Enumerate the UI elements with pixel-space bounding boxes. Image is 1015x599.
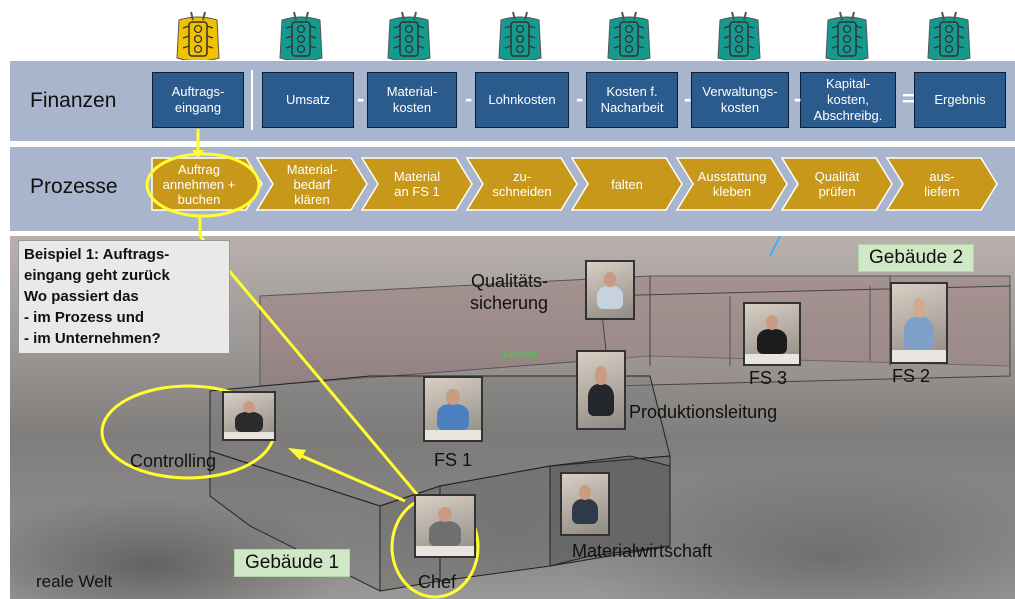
finance-box-label: Auftrags- eingang bbox=[171, 84, 225, 115]
label-fs2: FS 2 bbox=[892, 366, 931, 386]
building-1-label: Gebäude 1 bbox=[234, 549, 351, 577]
process-step-label: aus- liefern bbox=[924, 169, 960, 199]
process-chevron bbox=[780, 157, 893, 211]
label-chef: Chef bbox=[418, 572, 457, 592]
finance-operator: - bbox=[794, 86, 802, 111]
process-step-label: Qualität prüfen bbox=[814, 169, 860, 199]
finance-box-label: Kosten f. Nacharbeit bbox=[600, 84, 664, 115]
process-chevron bbox=[570, 157, 683, 211]
process-chevron bbox=[465, 157, 578, 211]
traffic-light-icon bbox=[491, 10, 549, 68]
finance-operator: - bbox=[357, 86, 365, 111]
finance-operator: - bbox=[576, 86, 584, 111]
finance-box-label: Material- kosten bbox=[386, 84, 438, 115]
example-question-text: Beispiel 1: Auftrags- eingang geht zurüc… bbox=[24, 246, 170, 347]
finance-operator: - bbox=[684, 86, 692, 111]
label-fs1: FS 1 bbox=[434, 450, 473, 470]
real-world-scene: Beispiel 1: Auftrags- eingang geht zurüc… bbox=[10, 236, 1015, 599]
finance-box-5: Kosten f. Nacharbeit bbox=[586, 72, 678, 128]
process-step-label: Material an FS 1 bbox=[393, 169, 441, 199]
traffic-light-icon bbox=[818, 10, 876, 68]
process-chevron bbox=[885, 157, 998, 211]
traffic-light-icon bbox=[380, 10, 438, 68]
label-qualitaet: Qualitäts- sicherung bbox=[470, 271, 549, 313]
finance-box-label: Umsatz bbox=[285, 92, 331, 107]
traffic-light-icon bbox=[169, 10, 227, 68]
photo-fs1 bbox=[423, 376, 483, 442]
photo-controlling bbox=[222, 391, 276, 441]
finance-row-label: Finanzen bbox=[30, 89, 117, 112]
photo-qualitaet bbox=[585, 260, 635, 320]
finance-box-3: Material- kosten bbox=[367, 72, 457, 128]
finance-divider bbox=[251, 70, 253, 130]
process-step-label: Material- bedarf klären bbox=[286, 161, 338, 207]
label-fs3: FS 3 bbox=[749, 368, 788, 388]
label-materialwirtschaft: Materialwirtschaft bbox=[572, 541, 713, 561]
finance-box-6: Verwaltungs- kosten bbox=[691, 72, 789, 128]
finance-box-8: Ergebnis bbox=[914, 72, 1006, 128]
process-row-label: Prozesse bbox=[30, 175, 118, 198]
highlight-ellipse bbox=[145, 152, 261, 218]
label-controlling: Controlling bbox=[130, 451, 217, 471]
finance-box-2: Umsatz bbox=[262, 72, 354, 128]
process-chevron bbox=[151, 157, 263, 211]
process-step-label: Ausstattung kleben bbox=[697, 169, 767, 199]
process-chevron bbox=[360, 157, 473, 211]
label-produktionsleitung: Produktionsleitung bbox=[629, 402, 778, 422]
leitung-tag: Leitung bbox=[503, 349, 536, 360]
process-chevrons bbox=[145, 129, 998, 240]
traffic-light-icon bbox=[710, 10, 768, 68]
finance-box-label: Verwaltungs- kosten bbox=[702, 84, 778, 115]
finance-box-4: Lohnkosten bbox=[475, 72, 569, 128]
finance-operator: = bbox=[902, 86, 915, 111]
photo-fs2 bbox=[890, 282, 948, 364]
process-step-label: Auftrag annehmen + buchen bbox=[162, 161, 236, 207]
photo-materialwirtschaft bbox=[560, 472, 610, 536]
photo-produktionsleitung bbox=[576, 350, 626, 430]
building-2-label: Gebäude 2 bbox=[858, 244, 975, 272]
finance-box-label: Ergebnis bbox=[934, 92, 986, 107]
process-chevron bbox=[675, 157, 788, 211]
real-world-label: reale Welt bbox=[36, 572, 113, 591]
example-question-box bbox=[18, 240, 230, 354]
process-step-label: zu- schneiden bbox=[492, 169, 552, 199]
finance-box-1: Auftrags- eingang bbox=[152, 72, 244, 128]
highlight-arrowhead bbox=[192, 150, 204, 158]
traffic-light-icon bbox=[600, 10, 658, 68]
finance-operator: - bbox=[465, 86, 473, 111]
finance-box-7: Kapital- kosten, Abschreibg. bbox=[800, 72, 896, 128]
process-chevron bbox=[255, 157, 368, 211]
traffic-light-icon bbox=[920, 10, 978, 68]
finance-box-label: Lohnkosten bbox=[488, 92, 556, 107]
process-step-label: falten bbox=[611, 176, 643, 192]
photo-chef bbox=[414, 494, 476, 558]
finance-box-label: Kapital- kosten, Abschreibg. bbox=[813, 76, 883, 123]
traffic-light-icon bbox=[272, 10, 330, 68]
photo-fs3 bbox=[743, 302, 801, 366]
